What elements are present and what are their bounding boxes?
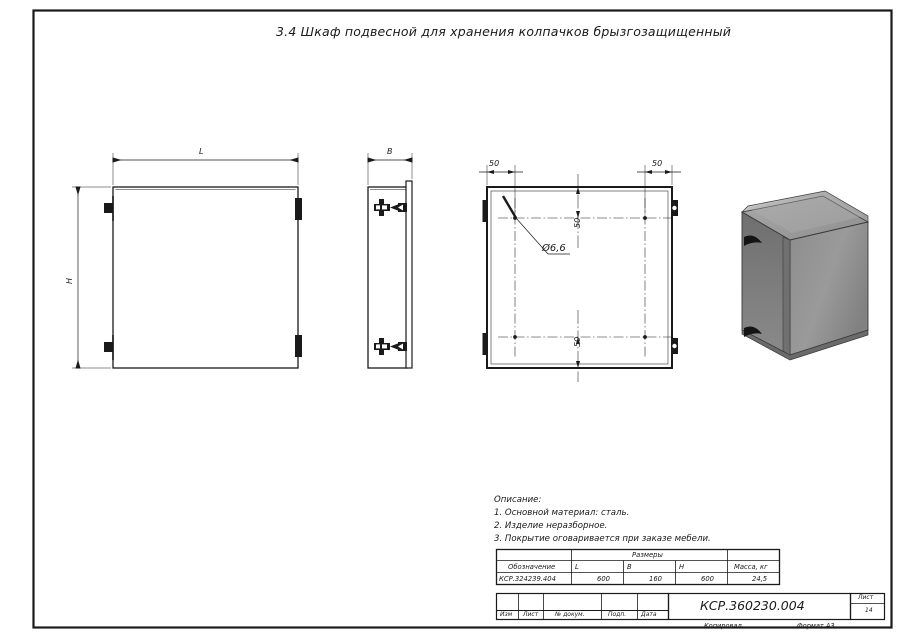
spec-row-mass: 24,5 — [752, 575, 768, 583]
spec-header-mass: Масса, кг — [734, 563, 768, 571]
spec-row-designation: КСР.324239.404 — [499, 575, 556, 583]
spec-row-b: 160 — [649, 575, 662, 583]
title-block-col-izm: Изм — [500, 611, 513, 618]
copied-label: Копировал — [704, 622, 742, 630]
title-block-col-list: Лист — [523, 611, 539, 618]
title-block-col-docnum: № докум. — [555, 611, 585, 618]
rear-latch-top — [671, 200, 678, 216]
hole-centrelines — [498, 198, 674, 357]
sheet-border — [32, 9, 893, 629]
rear-latch-bottom — [671, 338, 678, 354]
spec-row-l: 600 — [597, 575, 610, 583]
front-view — [72, 153, 302, 369]
title-block-col-data: Дата — [641, 611, 657, 618]
spec-header-l: L — [575, 563, 579, 571]
sheet-label: Лист — [858, 594, 874, 601]
spec-table-group-header: Размеры — [632, 551, 663, 559]
side-depth-label: B — [387, 147, 393, 156]
description-line-2: 2. Изделие неразборное. — [494, 521, 608, 531]
rear-right-offset-label: 50 — [652, 159, 663, 168]
latch-right-bottom — [295, 335, 302, 357]
side-view — [367, 153, 413, 369]
rear-left-offset-label: 50 — [489, 159, 500, 168]
side-depth-dimension — [367, 153, 413, 185]
hinge-left-top — [104, 196, 114, 221]
hinge-left-bottom — [104, 335, 114, 360]
front-height-label: H — [65, 277, 74, 284]
description-heading: Описание: — [494, 495, 542, 505]
format-label: Формат А3 — [797, 622, 835, 630]
latch-right-top — [295, 198, 302, 220]
spec-row-h: 600 — [701, 575, 714, 583]
title-block-grid — [495, 592, 886, 621]
hole-callout-leader — [501, 195, 570, 255]
spec-header-b: B — [627, 563, 632, 571]
rear-dim-left-50 — [479, 165, 523, 214]
front-width-label: L — [199, 147, 204, 156]
spec-header-h: H — [679, 563, 685, 571]
front-width-dimension — [112, 153, 299, 185]
hole-diameter-callout: Ø6,6 — [542, 243, 566, 254]
rear-bottom-offset-label: 50 — [573, 336, 582, 347]
title-block-col-podp: Подп. — [608, 611, 627, 618]
description-line-3: 3. Покрытие оговаривается при заказе меб… — [494, 534, 711, 544]
spec-table-grid — [495, 548, 781, 586]
side-latch-top — [374, 199, 407, 216]
sheet-number: 14 — [865, 607, 873, 614]
side-latch-bottom — [374, 338, 407, 355]
document-number: КСР.360230.004 — [700, 598, 805, 613]
description-line-1: 1. Основной материал: сталь. — [494, 508, 630, 518]
rear-dim-bottom-50 — [576, 310, 580, 382]
isometric-view — [740, 190, 870, 361]
rear-dim-top-50 — [576, 174, 580, 248]
rear-view — [479, 165, 681, 382]
front-height-dimension — [72, 186, 111, 369]
rear-dim-right-50 — [637, 165, 681, 214]
page-title: 3.4 Шкаф подвесной для хранения колпачко… — [276, 24, 732, 39]
spec-header-designation: Обозначение — [508, 563, 556, 571]
rear-top-offset-label: 50 — [573, 217, 582, 228]
